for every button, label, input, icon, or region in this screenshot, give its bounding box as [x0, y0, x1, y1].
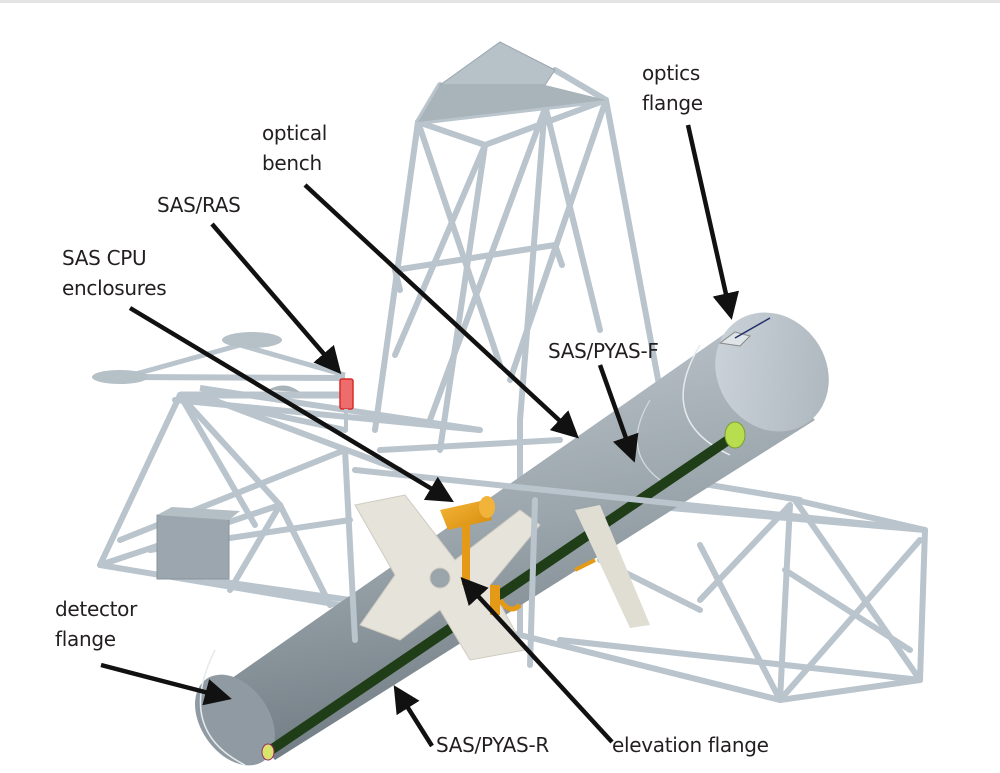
- label-detector-flange: detector flange: [55, 597, 138, 651]
- tower-top-plate: [438, 41, 556, 86]
- label-sas-cpu-enclosures: SAS CPU enclosures: [62, 246, 167, 300]
- arrow-optical-bench: [303, 183, 579, 439]
- label-optics-flange: optics flange: [642, 61, 703, 115]
- label-sas-pyas-r: SAS/PYAS-R: [436, 733, 549, 757]
- arrow-optics-flange: [685, 124, 740, 320]
- label-elevation-flange: elevation flange: [612, 733, 769, 757]
- tower-truss: [372, 67, 663, 453]
- electronics-box: [156, 514, 230, 580]
- electronics-box-top: [157, 507, 240, 520]
- callout-arrows: [100, 124, 740, 748]
- sas-cpu-enclosures: [440, 496, 596, 615]
- arrow-sas-pyas-f: [597, 364, 639, 463]
- tower-top-side: [418, 85, 606, 122]
- pyas-f-end: [724, 421, 746, 449]
- arrow-detector-flange: [100, 662, 232, 706]
- elevation-brace: [575, 505, 650, 628]
- pyas-rail: [263, 427, 745, 757]
- arrow-sas-cpu: [128, 306, 454, 503]
- arrow-sas-pyas-r: [393, 685, 434, 748]
- label-optical-bench: optical bench: [262, 121, 328, 175]
- label-sas-ras: SAS/RAS: [157, 193, 241, 217]
- arrow-elevation-flange: [460, 577, 614, 744]
- label-sas-pyas-f: SAS/PYAS-F: [548, 339, 659, 363]
- top-border: [0, 0, 1000, 3]
- arrow-sas-ras: [210, 222, 342, 375]
- optics-flange-sensor: [718, 331, 751, 347]
- pyas-r-end: [261, 743, 275, 761]
- sas-ras: [339, 378, 354, 430]
